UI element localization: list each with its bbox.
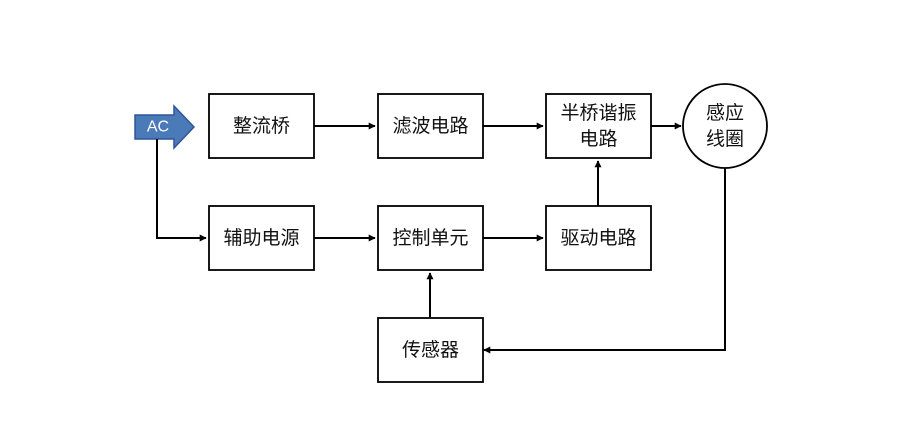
block-driver: 驱动电路 [545, 205, 652, 271]
block-half-bridge-label-line1: 半桥谐振 [560, 102, 636, 124]
block-aux-power-label: 辅助电源 [223, 227, 299, 249]
block-coil-label-line1: 感应 [706, 102, 744, 124]
block-coil-label-line2: 线圈 [706, 128, 744, 150]
connectors [156, 122, 726, 354]
connector-coil-to-sensor [483, 168, 726, 354]
connector-ac-to-aux-power [156, 139, 207, 242]
block-filter-label: 滤波电路 [392, 115, 468, 137]
block-aux-power: 辅助电源 [208, 205, 315, 271]
block-rectifier: 整流桥 [208, 93, 315, 159]
block-half-bridge: 半桥谐振 电路 [545, 93, 652, 159]
block-control-label: 控制单元 [392, 227, 468, 249]
block-rectifier-label: 整流桥 [233, 115, 290, 137]
ac-label: AC [147, 119, 169, 136]
block-aux-power-box [208, 205, 315, 271]
block-filter: 滤波电路 [377, 93, 484, 159]
block-sensor-label: 传感器 [402, 339, 459, 361]
block-control: 控制单元 [377, 205, 484, 271]
block-coil: 感应 线圈 [682, 83, 768, 169]
block-driver-box [545, 205, 652, 271]
block-control-box [377, 205, 484, 271]
ac-source: AC [134, 104, 196, 150]
block-filter-box [377, 93, 484, 159]
block-half-bridge-box [545, 93, 652, 159]
block-coil-circle [682, 83, 768, 169]
block-half-bridge-label-line2: 电路 [579, 128, 617, 150]
ac-arrow-icon [134, 104, 196, 150]
block-rectifier-box [208, 93, 315, 159]
block-sensor-box [377, 317, 484, 383]
block-driver-label: 驱动电路 [560, 227, 636, 249]
block-sensor: 传感器 [377, 317, 484, 383]
